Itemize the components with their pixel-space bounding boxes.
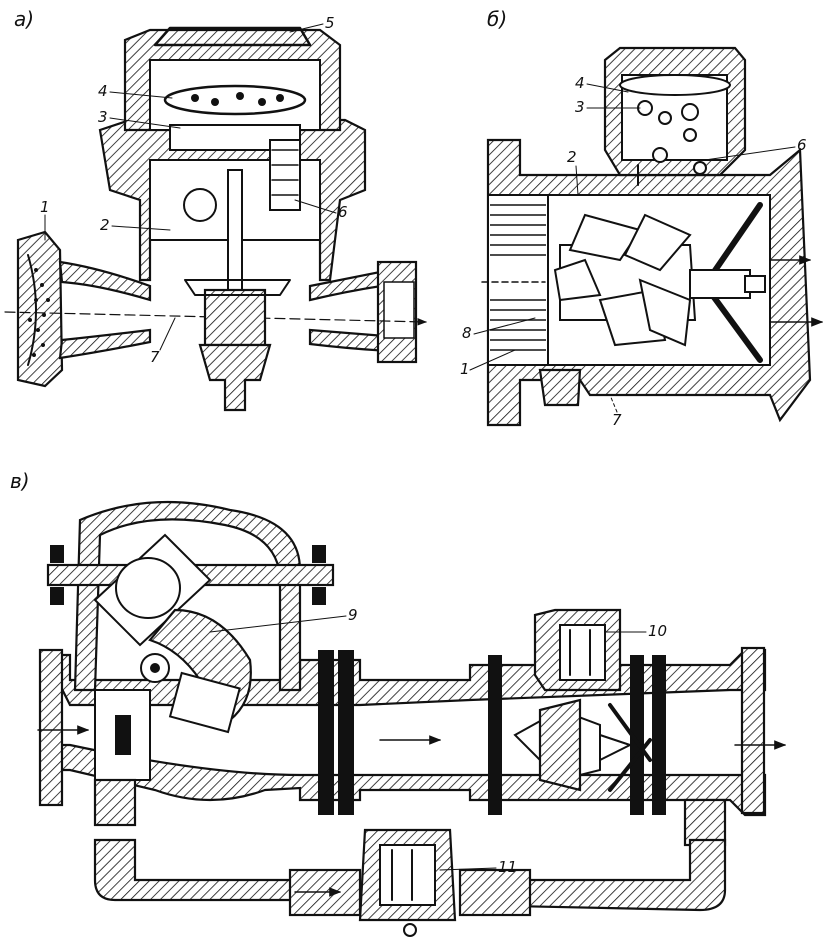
strainer-mesh [16, 230, 64, 388]
gear-train-a [169, 124, 301, 222]
callout-a-7: 7 [150, 348, 160, 366]
turbine-rotor-b [553, 213, 697, 347]
pipe-flanges [318, 650, 666, 815]
callout-b-1: 1 [460, 360, 470, 378]
callout-b-4: 4 [575, 74, 585, 92]
register-11 [358, 828, 457, 937]
callout-a-5: 5 [325, 14, 335, 32]
flap-valve-9 [93, 533, 252, 734]
panel-b-label: б) [487, 7, 507, 31]
flow-straightener [487, 194, 549, 366]
callout-a-6: 6 [338, 203, 348, 221]
callout-a-1: 1 [40, 198, 50, 216]
panel-c-combined-meter: в) [10, 469, 787, 937]
turbine-rotor-c [513, 698, 652, 792]
panel-a-vane-meter: а) [4, 7, 427, 412]
flap-chamber [73, 500, 302, 692]
callout-b-8: 8 [462, 324, 472, 342]
pipe-a [58, 260, 152, 360]
register-dial-a [163, 84, 307, 116]
callout-b-3: 3 [575, 98, 585, 116]
callout-c-11: 11 [498, 858, 517, 876]
callout-b-2: 2 [567, 148, 577, 166]
panel-b-turbine-meter: б) [460, 7, 824, 429]
callout-b-7: 7 [612, 411, 622, 429]
support-spider-b [689, 202, 766, 363]
panel-a-label: а) [14, 7, 34, 31]
callout-a-2: 2 [100, 216, 110, 234]
callout-a-3: 3 [98, 108, 108, 126]
bypass-line [93, 778, 727, 917]
callout-a-4: 4 [98, 82, 108, 100]
callout-c-9: 9 [348, 606, 358, 624]
callout-c-10: 10 [648, 622, 667, 640]
callout-b-6: 6 [797, 136, 807, 154]
register-10 [533, 608, 622, 692]
panel-c-label: в) [10, 469, 30, 493]
gear-train-b [637, 100, 707, 186]
